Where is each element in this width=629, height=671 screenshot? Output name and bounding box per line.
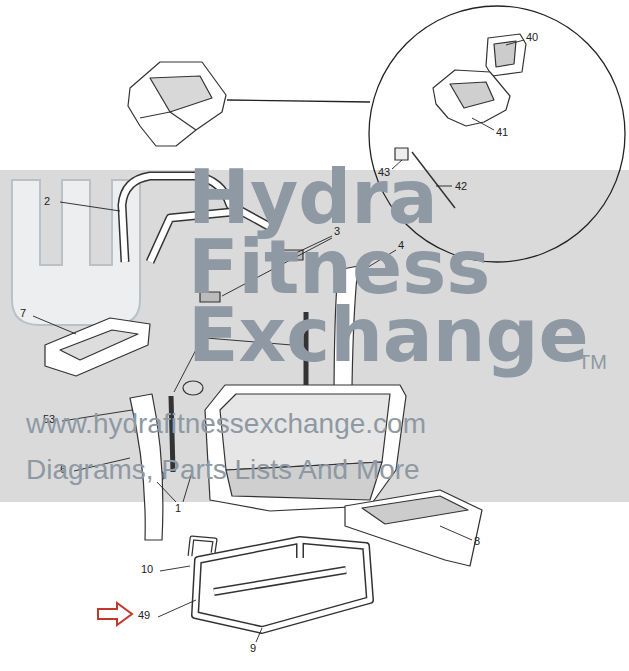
- watermark-text: Hydra: [188, 160, 438, 234]
- watermark-text: Fitness: [188, 230, 490, 304]
- callout-number: 42: [455, 181, 467, 192]
- callout-number: 1: [175, 503, 181, 514]
- watermark-text: Exchange: [188, 298, 589, 372]
- callout-number: 41: [496, 127, 508, 138]
- watermark-text: www.hydrafitnessexchange.com: [26, 410, 426, 438]
- callout-number: 40: [526, 32, 538, 43]
- callout-number: 10: [141, 564, 153, 575]
- callout-number: 7: [20, 308, 26, 319]
- watermark-text: TM: [578, 352, 607, 372]
- callout-number: 8: [474, 536, 480, 547]
- callout-number: 2: [44, 196, 50, 207]
- callout-number: 49: [138, 610, 150, 621]
- callout-number: 9: [250, 643, 256, 654]
- watermark-text: Diagrams, Parts Lists And More: [26, 456, 420, 484]
- illustration: [45, 6, 625, 630]
- pointer-arrow: [98, 603, 132, 625]
